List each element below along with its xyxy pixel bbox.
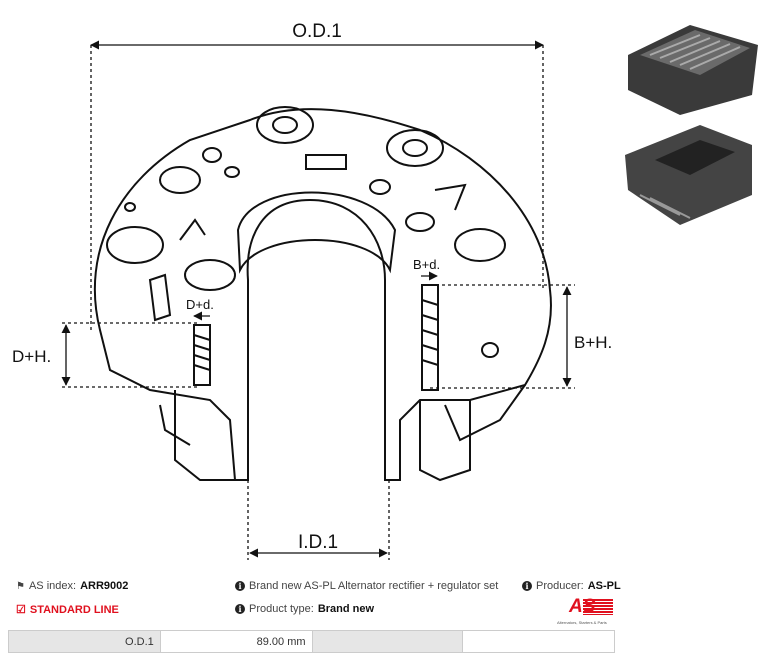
standard-line-badge: ☑ STANDARD LINE bbox=[16, 603, 119, 617]
product-type: i Product type: Brand new bbox=[235, 603, 374, 615]
info-icon: i bbox=[235, 581, 245, 591]
description: i Brand new AS-PL Alternator rectifier +… bbox=[235, 580, 498, 592]
table-row: O.D.1 89.00 mm bbox=[8, 630, 615, 653]
as-index: ⚑ AS index: ARR9002 bbox=[16, 580, 128, 592]
spec-value: 89.00 mm bbox=[159, 630, 313, 653]
specs-table: O.D.1 89.00 mm bbox=[8, 630, 615, 653]
dh-label: D+H. bbox=[12, 347, 51, 366]
check-square-icon: ☑ bbox=[16, 604, 26, 616]
bd-label: B+d. bbox=[413, 257, 440, 272]
product-photo-bottom bbox=[625, 125, 752, 225]
as-pl-logo: AS Alternators, Starters & Parts bbox=[555, 596, 617, 625]
tags-icon: ⚑ bbox=[16, 580, 25, 592]
product-type-value: Brand new bbox=[317, 603, 375, 615]
line-label: STANDARD LINE bbox=[29, 603, 119, 616]
info-icon: i bbox=[235, 604, 245, 614]
product-diagram: O.D.1 I.D.1 D+H. D+d. B+d. B+H. bbox=[12, 21, 758, 560]
description-text: Brand new AS-PL Alternator rectifier + r… bbox=[249, 580, 499, 592]
producer-label: Producer: bbox=[536, 580, 584, 592]
dd-label: D+d. bbox=[186, 297, 214, 312]
bh-label: B+H. bbox=[574, 333, 612, 352]
spec-label: O.D.1 bbox=[8, 630, 161, 653]
logo-tagline: Alternators, Starters & Parts bbox=[557, 620, 607, 625]
od-label: O.D.1 bbox=[292, 21, 342, 42]
product-photo-top bbox=[628, 25, 758, 115]
producer: i Producer: AS-PL bbox=[522, 580, 621, 592]
spec-label bbox=[311, 630, 464, 653]
logo-text: AS bbox=[569, 596, 596, 617]
spec-value bbox=[462, 630, 615, 653]
as-index-value: ARR9002 bbox=[80, 580, 129, 592]
product-type-label: Product type: bbox=[249, 603, 314, 615]
as-index-label: AS index: bbox=[28, 580, 77, 592]
id-label: I.D.1 bbox=[298, 532, 338, 553]
producer-value: AS-PL bbox=[587, 580, 621, 592]
info-icon: i bbox=[522, 581, 532, 591]
